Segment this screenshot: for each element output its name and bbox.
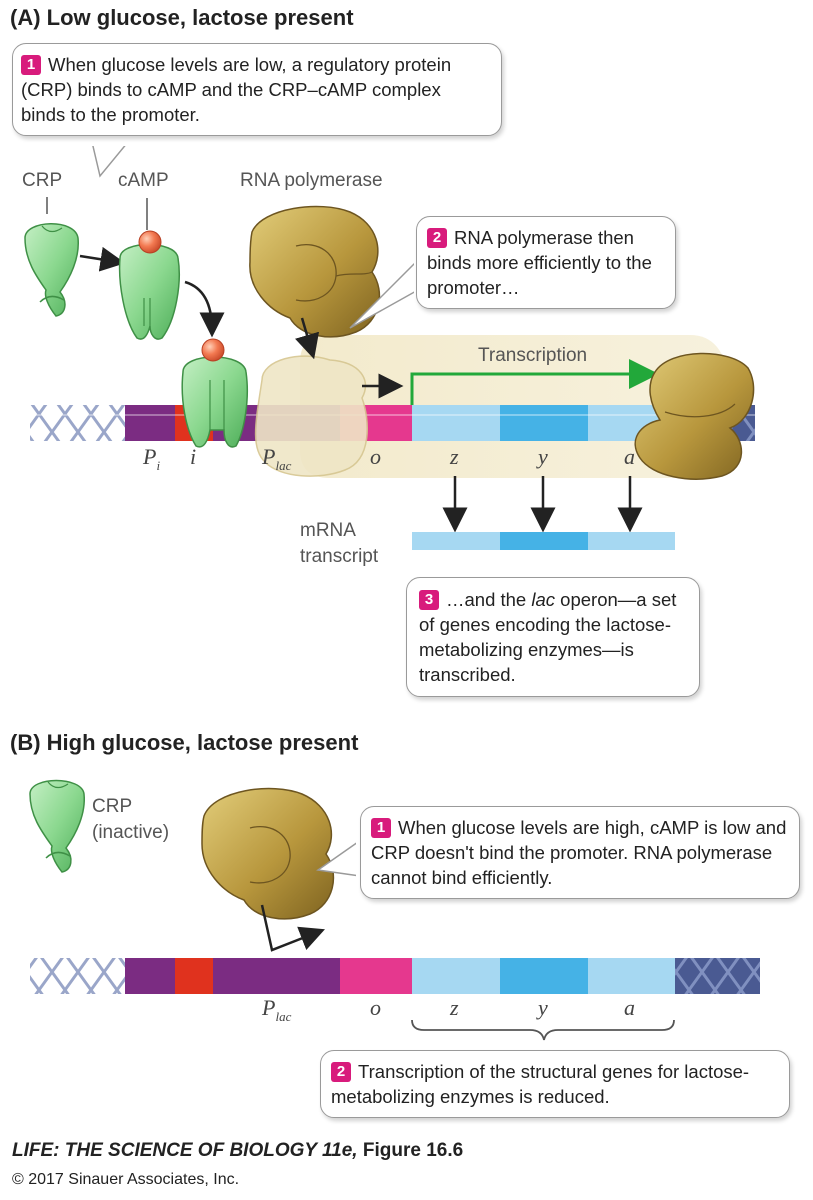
step-badge-b2: 2: [331, 1062, 351, 1082]
rna-polymerase-label: RNA polymerase: [240, 170, 383, 191]
figure-credit: LIFE: THE SCIENCE OF BIOLOGY 11e, Figure…: [12, 1140, 464, 1161]
step-b2-text: Transcription of the structural genes fo…: [331, 1061, 750, 1107]
rna-polymerase-a: [249, 205, 381, 338]
gene-label-z: z: [450, 444, 459, 469]
gene-label-plac: Plac: [262, 444, 292, 473]
gene-label-y-b: y: [538, 995, 548, 1020]
step-b1-text: When glucose levels are high, cAMP is lo…: [371, 817, 787, 888]
step-a3-text-post: operon—a set of genes encoding the lacto…: [419, 589, 677, 685]
gene-a-b: [588, 958, 675, 994]
promoter-arrow-b: [260, 904, 325, 952]
crp-camp-complex-a: [118, 230, 180, 340]
polymerase-ghost: [254, 355, 368, 477]
panel-b-title: (B) High glucose, lactose present: [10, 730, 359, 755]
structural-genes-brace: [411, 1019, 675, 1041]
step-a1-text: When glucose levels are low, a regulator…: [21, 54, 452, 125]
gene-z: [412, 405, 500, 441]
crp-label: CRP: [22, 170, 63, 191]
step-a3-text-italic: lac: [531, 589, 556, 610]
step-badge-a3: 3: [419, 590, 439, 610]
gene-label-o: o: [370, 444, 381, 469]
gene-y-b: [500, 958, 588, 994]
gene-y: [500, 405, 588, 441]
rna-polymerase-b: [201, 787, 335, 920]
crp-free-a: [24, 223, 79, 317]
gene-label-i: i: [190, 444, 197, 469]
step-a3-text-pre: …and the: [446, 589, 532, 610]
crp-to-camp-arrow: [79, 246, 126, 272]
gene-label-pi: Pi: [143, 444, 161, 473]
step-a2-text: RNA polymerase then binds more efficient…: [427, 227, 652, 298]
gene-label-plac-b: Plac: [262, 995, 292, 1024]
dna-strand-b: [30, 958, 760, 994]
gene-label-z-b: z: [450, 995, 459, 1020]
mrna-label-line1: mRNA: [300, 520, 356, 541]
promoter-i-region: [125, 405, 175, 441]
gene-label-a: a: [624, 444, 635, 469]
camp-label: cAMP: [118, 170, 169, 191]
operator-o-b: [340, 958, 412, 994]
gene-label-y: y: [538, 444, 548, 469]
rna-polymerase-transcribing: [634, 352, 755, 480]
crp-inactive-b: [29, 779, 85, 873]
step-badge-a2: 2: [427, 228, 447, 248]
panel-a-title: (A) Low glucose, lactose present: [10, 5, 354, 30]
promoter-lac-region-b: [213, 958, 340, 994]
crp-inactive-label-line1: CRP: [92, 796, 133, 817]
gene-label-a-b: a: [624, 995, 635, 1020]
step-badge-b1: 1: [371, 818, 391, 838]
crp-camp-bound: [181, 338, 249, 448]
copyright: © 2017 Sinauer Associates, Inc.: [12, 1171, 240, 1188]
i-gene-b: [175, 958, 213, 994]
promoter-i-region-b: [125, 958, 175, 994]
camp-molecule: [138, 230, 162, 254]
gene-z-b: [412, 958, 500, 994]
camp-molecule-bound: [201, 338, 225, 362]
polymerase-to-dna-arrow: [295, 317, 320, 360]
callout-a-step3: 3 …and the lac operon—a set of genes enco…: [406, 577, 700, 697]
mrna-transcript: [412, 476, 675, 550]
gene-label-o-b: o: [370, 995, 381, 1020]
crp-inactive-label-line2: (inactive): [92, 822, 170, 843]
complex-to-dna-arrow: [184, 280, 225, 338]
transcription-arrow: [410, 359, 659, 405]
step-badge-a1: 1: [21, 55, 41, 75]
mrna-label-line2: transcript: [300, 546, 379, 567]
transcription-label: Transcription: [478, 345, 588, 366]
